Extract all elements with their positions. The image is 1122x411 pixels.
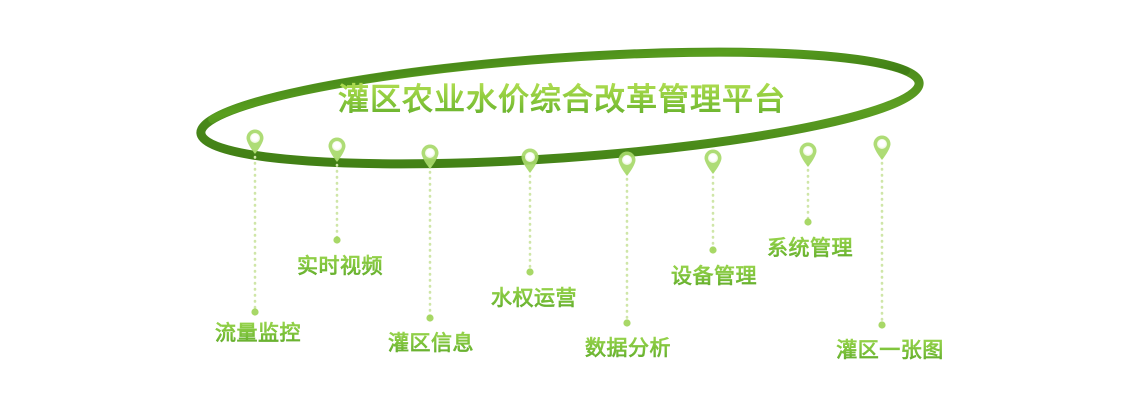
marker-inner-circle bbox=[250, 133, 260, 143]
node-marker-water-rights[interactable] bbox=[521, 148, 539, 174]
marker-inner-circle bbox=[622, 155, 632, 165]
ellipse-ring bbox=[196, 47, 924, 169]
node-label-device-management: 设备管理 bbox=[671, 263, 757, 288]
node-marker-data-analysis[interactable] bbox=[618, 151, 636, 177]
node-marker-system-management[interactable] bbox=[799, 142, 817, 168]
marker-inner-circle bbox=[525, 152, 535, 162]
connector-lines bbox=[251, 149, 886, 329]
ellipse-ring-highlight bbox=[208, 48, 910, 124]
marker-inner-circle bbox=[708, 153, 718, 163]
node-marker-irrigation-one-map[interactable] bbox=[873, 135, 891, 161]
platform-title-text: 灌区农业水价综合改革管理平台 bbox=[338, 82, 786, 118]
connector-end-dot bbox=[623, 319, 631, 327]
node-label-live-video: 实时视频 bbox=[297, 253, 383, 278]
platform-title: 灌区农业水价综合改革管理平台 bbox=[338, 82, 786, 118]
node-marker-irrigation-info[interactable] bbox=[421, 144, 439, 170]
marker-inner-circle bbox=[332, 141, 342, 151]
marker-inner-circle bbox=[803, 146, 813, 156]
connector-end-dot bbox=[251, 308, 259, 316]
connector-end-dot bbox=[878, 321, 886, 329]
marker-inner-circle bbox=[877, 139, 887, 149]
connector-end-dot bbox=[526, 268, 534, 276]
connector-end-dot bbox=[709, 246, 717, 254]
node-label-irrigation-one-map: 灌区一张图 bbox=[836, 337, 944, 362]
connector-end-dot bbox=[804, 218, 812, 226]
node-markers[interactable] bbox=[246, 129, 891, 177]
node-label-flow-monitoring: 流量监控 bbox=[215, 320, 301, 345]
connector-end-dot bbox=[333, 236, 341, 244]
node-marker-flow-monitoring[interactable] bbox=[246, 129, 264, 155]
node-label-system-management: 系统管理 bbox=[767, 235, 853, 260]
node-marker-live-video[interactable] bbox=[328, 137, 346, 163]
marker-inner-circle bbox=[425, 148, 435, 158]
node-marker-device-management[interactable] bbox=[704, 149, 722, 175]
node-label-water-rights: 水权运营 bbox=[491, 285, 577, 310]
node-label-data-analysis: 数据分析 bbox=[585, 335, 671, 360]
connector-end-dot bbox=[426, 314, 434, 322]
node-label-irrigation-info: 灌区信息 bbox=[388, 330, 474, 355]
